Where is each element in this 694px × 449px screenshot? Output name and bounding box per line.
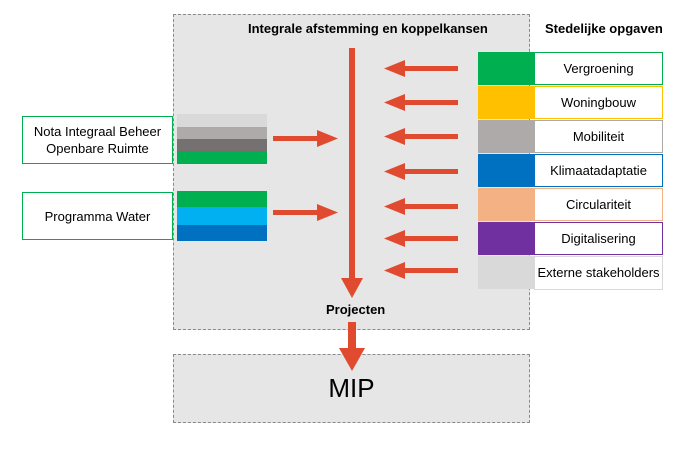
right-title: Stedelijke opgaven [545,21,663,36]
task-arrow-mobiliteit [384,128,458,145]
task-label-woningbouw: Woningbouw [534,86,663,119]
input-arrow-programma-water [273,204,338,221]
task-swatch-vergroening [478,52,534,85]
strip-band [177,207,267,225]
task-swatch-mobiliteit [478,120,534,153]
strip-band [177,191,267,207]
strip-band [177,127,267,139]
task-arrow-vergroening [384,60,458,77]
task-arrow-externe-stakeholders [384,262,458,279]
input-label-nota-obr: Nota Integraal Beheer Openbare Ruimte [22,116,173,164]
strip-band [177,114,267,127]
task-arrow-klimaatadaptatie [384,163,458,180]
input-arrow-nota-obr [273,130,338,147]
task-swatch-circulariteit [478,188,534,221]
main-title: Integrale afstemming en koppelkansen [248,21,488,36]
task-label-externe-stakeholders: Externe stakeholders [534,256,663,290]
task-label-klimaatadaptatie: Klimaatadaptatie [534,154,663,187]
input-strip-programma-water [177,191,267,241]
main-down-arrow [341,48,363,298]
task-arrow-digitalisering [384,230,458,247]
strip-band [177,151,267,164]
task-swatch-externe-stakeholders [478,256,534,289]
strip-band [177,139,267,151]
task-swatch-klimaatadaptatie [478,154,534,187]
task-arrow-woningbouw [384,94,458,111]
mip-label: MIP [328,373,375,403]
task-label-vergroening: Vergroening [534,52,663,85]
strip-band [177,225,267,241]
task-label-circulariteit: Circulariteit [534,188,663,221]
task-arrow-circulariteit [384,198,458,215]
mip-down-arrow [339,322,365,371]
input-label-programma-water: Programma Water [22,192,173,240]
projects-label: Projecten [326,302,386,317]
task-label-mobiliteit: Mobiliteit [534,120,663,153]
task-swatch-woningbouw [478,86,534,119]
task-label-digitalisering: Digitalisering [534,222,663,255]
input-strip-nota-obr [177,114,267,164]
task-swatch-digitalisering [478,222,534,255]
